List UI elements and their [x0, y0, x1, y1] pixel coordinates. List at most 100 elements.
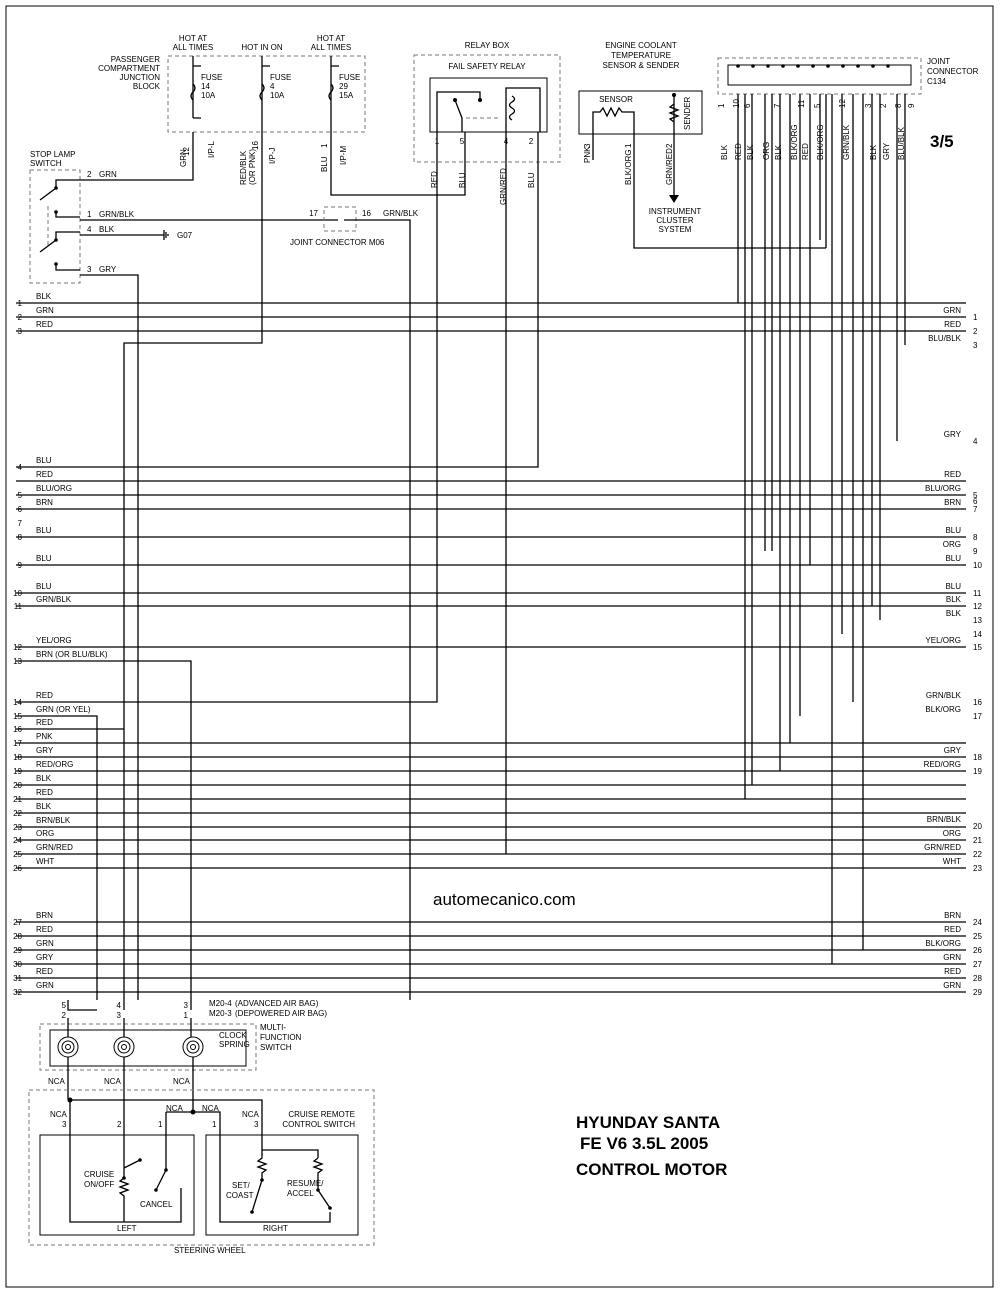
right-pin-number: 26: [973, 946, 982, 955]
right-pin-number: 1: [973, 313, 978, 322]
left-pin-number: 2: [18, 313, 23, 322]
right-wire-color: BLK: [946, 609, 962, 618]
right-pin-number: 6: [973, 497, 978, 506]
right-wire-color: WHT: [943, 857, 961, 866]
svg-text:GRN: GRN: [99, 170, 117, 179]
right-pin-number: 22: [973, 850, 982, 859]
svg-text:3: 3: [184, 1001, 189, 1010]
left-wire-color: BLK: [36, 774, 52, 783]
left-wire-color: RED: [36, 925, 53, 934]
svg-text:I/P-M: I/P-M: [339, 146, 348, 165]
svg-text:C134: C134: [927, 77, 947, 86]
right-pin-number: 13: [973, 616, 982, 625]
right-pin-number: 29: [973, 988, 982, 997]
left-wire-color: BLK: [36, 802, 52, 811]
c134-wire-color: BLK: [774, 144, 783, 160]
svg-text:I/P-L: I/P-L: [207, 141, 216, 158]
svg-text:3: 3: [87, 265, 92, 274]
svg-text:CLOCK: CLOCK: [219, 1031, 247, 1040]
right-terminal-rows: 1GRN2RED3BLU/BLK4GRYRED5BLU/ORG67BRN8BLU…: [924, 306, 983, 997]
right-pin-number: 9: [973, 547, 978, 556]
c134-splice-dot: [766, 64, 770, 68]
left-wire-color: BLU: [36, 554, 52, 563]
right-pin-number: 23: [973, 864, 982, 873]
right-wire-color: BRN: [944, 911, 961, 920]
power-section: HOT AT ALL TIMES HOT IN ON HOT AT ALL TI…: [98, 34, 366, 185]
svg-text:COMPARTMENT: COMPARTMENT: [98, 64, 160, 73]
svg-text:RESUME/: RESUME/: [287, 1179, 324, 1188]
watermark-text: automecanico.com: [433, 890, 576, 909]
svg-text:4: 4: [87, 225, 92, 234]
svg-text:GRN/BLK: GRN/BLK: [99, 210, 135, 219]
svg-text:2: 2: [665, 143, 674, 148]
svg-text:CLUSTER: CLUSTER: [656, 216, 694, 225]
right-wire-color: BLU/ORG: [925, 484, 961, 493]
svg-text:JUNCTION: JUNCTION: [120, 73, 161, 82]
svg-text:10A: 10A: [270, 91, 285, 100]
right-pin-number: 7: [973, 505, 978, 514]
svg-text:GRN/RED: GRN/RED: [499, 168, 508, 205]
svg-text:1: 1: [624, 143, 633, 148]
right-wire-color: BLK: [946, 595, 962, 604]
left-pin-number: 19: [13, 767, 22, 776]
svg-text:TEMPERATURE: TEMPERATURE: [611, 51, 671, 60]
c134-pin-number: 7: [773, 103, 782, 108]
svg-text:SENDER: SENDER: [683, 96, 692, 130]
svg-text:ON/OFF: ON/OFF: [84, 1180, 114, 1189]
left-switch-box: [39, 1134, 195, 1236]
svg-text:HOT IN ON: HOT IN ON: [241, 43, 282, 52]
left-wire-color: GRN: [36, 939, 54, 948]
svg-text:1: 1: [87, 210, 92, 219]
svg-text:NCA: NCA: [166, 1104, 184, 1113]
svg-text:FUSE: FUSE: [339, 73, 360, 82]
c134-splice-dot: [826, 64, 830, 68]
svg-text:RED/BLK: RED/BLK: [239, 150, 248, 185]
svg-text:1: 1: [158, 1120, 163, 1129]
svg-text:NCA: NCA: [50, 1110, 68, 1119]
right-wire-color: RED: [944, 470, 961, 479]
right-wire-color: RED/ORG: [924, 760, 961, 769]
svg-text:GRY: GRY: [99, 265, 117, 274]
svg-text:5: 5: [460, 137, 465, 146]
svg-text:GRN/BLK: GRN/BLK: [383, 209, 419, 218]
c134-wire-color: BLK: [869, 144, 878, 160]
svg-text:5: 5: [62, 1001, 67, 1010]
left-pin-number: 16: [13, 725, 22, 734]
right-wire-color: GRY: [944, 430, 962, 439]
wire-routing: [16, 132, 966, 1000]
left-pin-number: 5: [18, 491, 23, 500]
relay-box-outline: [413, 54, 561, 163]
svg-text:BLK/ORG: BLK/ORG: [624, 149, 633, 185]
svg-text:(OR PNK): (OR PNK): [248, 149, 257, 185]
joint-connector-m06: 17 16 GRN/BLK JOINT CONNECTOR M06: [290, 206, 419, 1000]
svg-text:RIGHT: RIGHT: [263, 1224, 288, 1233]
svg-text:17: 17: [309, 209, 318, 218]
svg-text:BLK: BLK: [99, 225, 115, 234]
right-terminal-row: 14: [973, 630, 982, 639]
c134-wire-color: BLU/BLK: [897, 126, 906, 160]
svg-text:14: 14: [201, 82, 210, 91]
c134-splice-dot: [886, 64, 890, 68]
svg-text:ALL TIMES: ALL TIMES: [311, 43, 351, 52]
c134-pin-number: 9: [907, 103, 916, 108]
svg-text:NCA: NCA: [242, 1110, 260, 1119]
